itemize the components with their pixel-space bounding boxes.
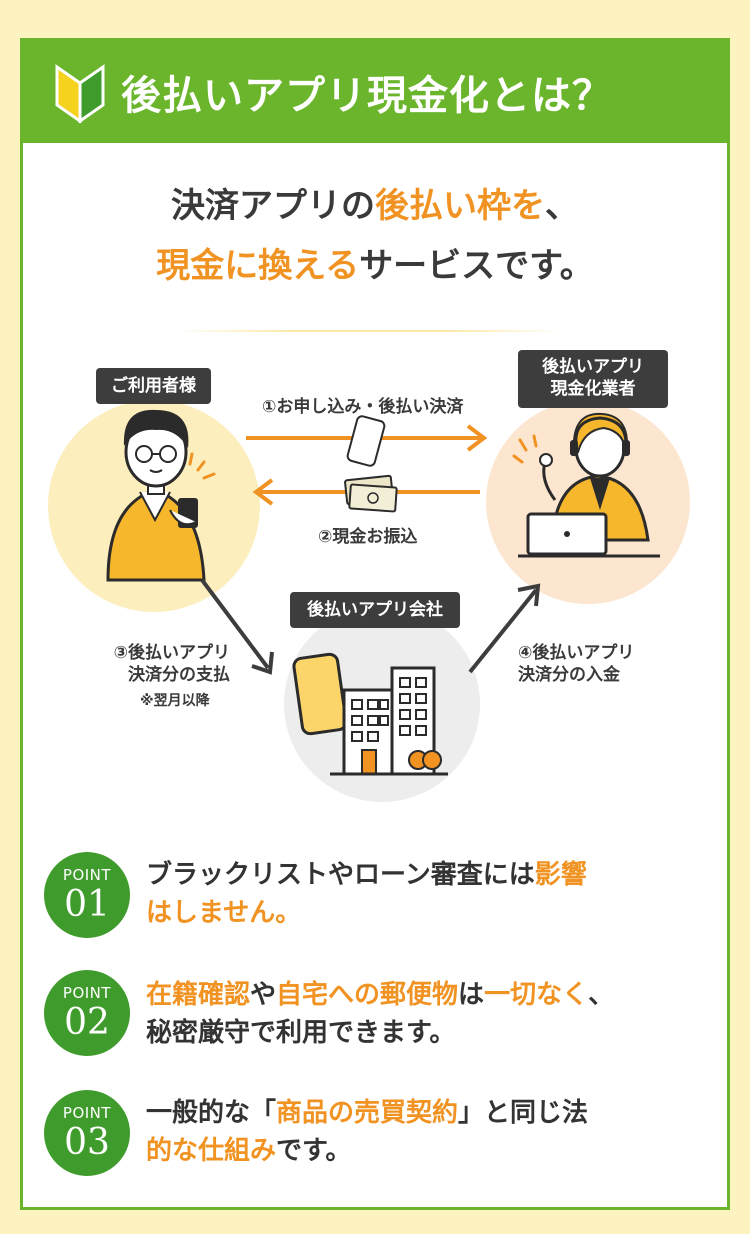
arrow-cash-transfer <box>252 474 480 513</box>
flow-3-line-2: 決済分の支払 <box>128 665 230 685</box>
point-1-line-2: はしません。 <box>146 894 587 932</box>
point-2-label: POINT <box>62 984 112 1002</box>
company-illustration <box>292 652 448 776</box>
point-2-line-1: 在籍確認や自宅への郵便物は一切なく、 <box>146 976 614 1014</box>
page-title: 後払いアプリ現金化とは？ <box>121 73 613 119</box>
point-1-text: ブラックリストやローン審査には影響 はしません。 <box>146 856 587 932</box>
p3-l2-s0: 的な仕組み <box>146 1136 277 1166</box>
p3-l1-s1: 商品の売買契約 <box>276 1098 459 1128</box>
company-label: 後払いアプリ会社 <box>290 592 460 628</box>
lead-2-seg-0: 現金に換える <box>156 246 360 286</box>
point-3-line-1: 一般的な「商品の売買契約」と同じ法 <box>146 1094 588 1132</box>
point-badge-1: POINT 01 <box>44 852 130 938</box>
p2-l1-s5: 、 <box>588 980 615 1010</box>
beginner-leaf-icon <box>55 64 105 123</box>
p1-l1-s0: ブラックリストやローン審査には <box>146 860 535 890</box>
arrow-application <box>246 415 488 467</box>
lead-line-2: 現金に換えるサービスです。 <box>0 238 750 287</box>
p3-l1-s2: 」と同じ法 <box>458 1098 589 1128</box>
p2-l2-s0: 秘密厳守で利用できます。 <box>146 1018 456 1048</box>
point-1-line-1: ブラックリストやローン審査には影響 <box>146 856 587 894</box>
point-2-number: 02 <box>64 1002 110 1043</box>
lead-1-seg-0: 決済アプリの <box>171 186 375 226</box>
vendor-illustration <box>512 412 660 558</box>
vendor-label-line-2: 現金化業者 <box>550 379 636 399</box>
vendor-label-line-1: 後払いアプリ <box>542 357 644 377</box>
p3-l2-s1: です。 <box>276 1136 352 1166</box>
flow-1-text: ①お申し込み・後払い決済 <box>262 397 464 417</box>
p2-l1-s0: 在籍確認 <box>146 980 251 1010</box>
point-badge-3: POINT 03 <box>44 1090 130 1176</box>
p1-l2-s0: はしません。 <box>146 898 302 928</box>
arrow-payment <box>200 578 274 675</box>
flow-4-line-1: ④後払いアプリ <box>518 643 635 663</box>
p2-l1-s3: は <box>458 980 485 1010</box>
point-3-text: 一般的な「商品の売買契約」と同じ法 的な仕組みです。 <box>146 1094 588 1170</box>
flow-3-note: ※翌月以降 <box>140 693 210 709</box>
flow-3-text: ③後払いアプリ 決済分の支払 <box>96 642 230 686</box>
separator-line <box>175 330 565 332</box>
p2-l1-s4: 一切なく <box>484 980 589 1010</box>
point-3-label: POINT <box>62 1104 112 1122</box>
point-1-number: 01 <box>64 884 110 925</box>
flow-4-text: ④後払いアプリ 決済分の入金 <box>518 642 634 686</box>
point-3-number: 03 <box>64 1122 110 1163</box>
lead-2-seg-1: サービスです。 <box>359 246 594 286</box>
point-3-line-2: 的な仕組みです。 <box>146 1132 588 1170</box>
flow-4-line-2: 決済分の入金 <box>518 665 620 685</box>
point-2-text: 在籍確認や自宅への郵便物は一切なく、 秘密厳守で利用できます。 <box>146 976 614 1052</box>
arrow-deposit <box>468 583 541 674</box>
lead-1-seg-1: 後払い枠を <box>375 186 545 226</box>
p1-l1-s1: 影響 <box>534 860 587 890</box>
p2-l1-s1: や <box>250 980 277 1010</box>
info-card: 後払いアプリ現金化とは？ <box>20 38 730 1210</box>
flow-2-text: ②現金お振込 <box>318 527 418 547</box>
flow-3-line-1: ③後払いアプリ <box>113 643 230 663</box>
user-label: ご利用者様 <box>96 368 211 404</box>
lead-1-seg-2: 、 <box>545 186 579 226</box>
lead-line-1: 決済アプリの後払い枠を、 <box>0 178 750 227</box>
p3-l1-s0: 一般的な「 <box>146 1098 277 1128</box>
user-illustration <box>106 409 216 582</box>
vendor-label: 後払いアプリ 現金化業者 <box>518 350 668 408</box>
point-1-label: POINT <box>62 866 112 884</box>
point-badge-2: POINT 02 <box>44 970 130 1056</box>
point-2-line-2: 秘密厳守で利用できます。 <box>146 1014 614 1052</box>
header-bar: 後払いアプリ現金化とは？ <box>23 41 727 143</box>
p2-l1-s2: 自宅への郵便物 <box>276 980 459 1010</box>
